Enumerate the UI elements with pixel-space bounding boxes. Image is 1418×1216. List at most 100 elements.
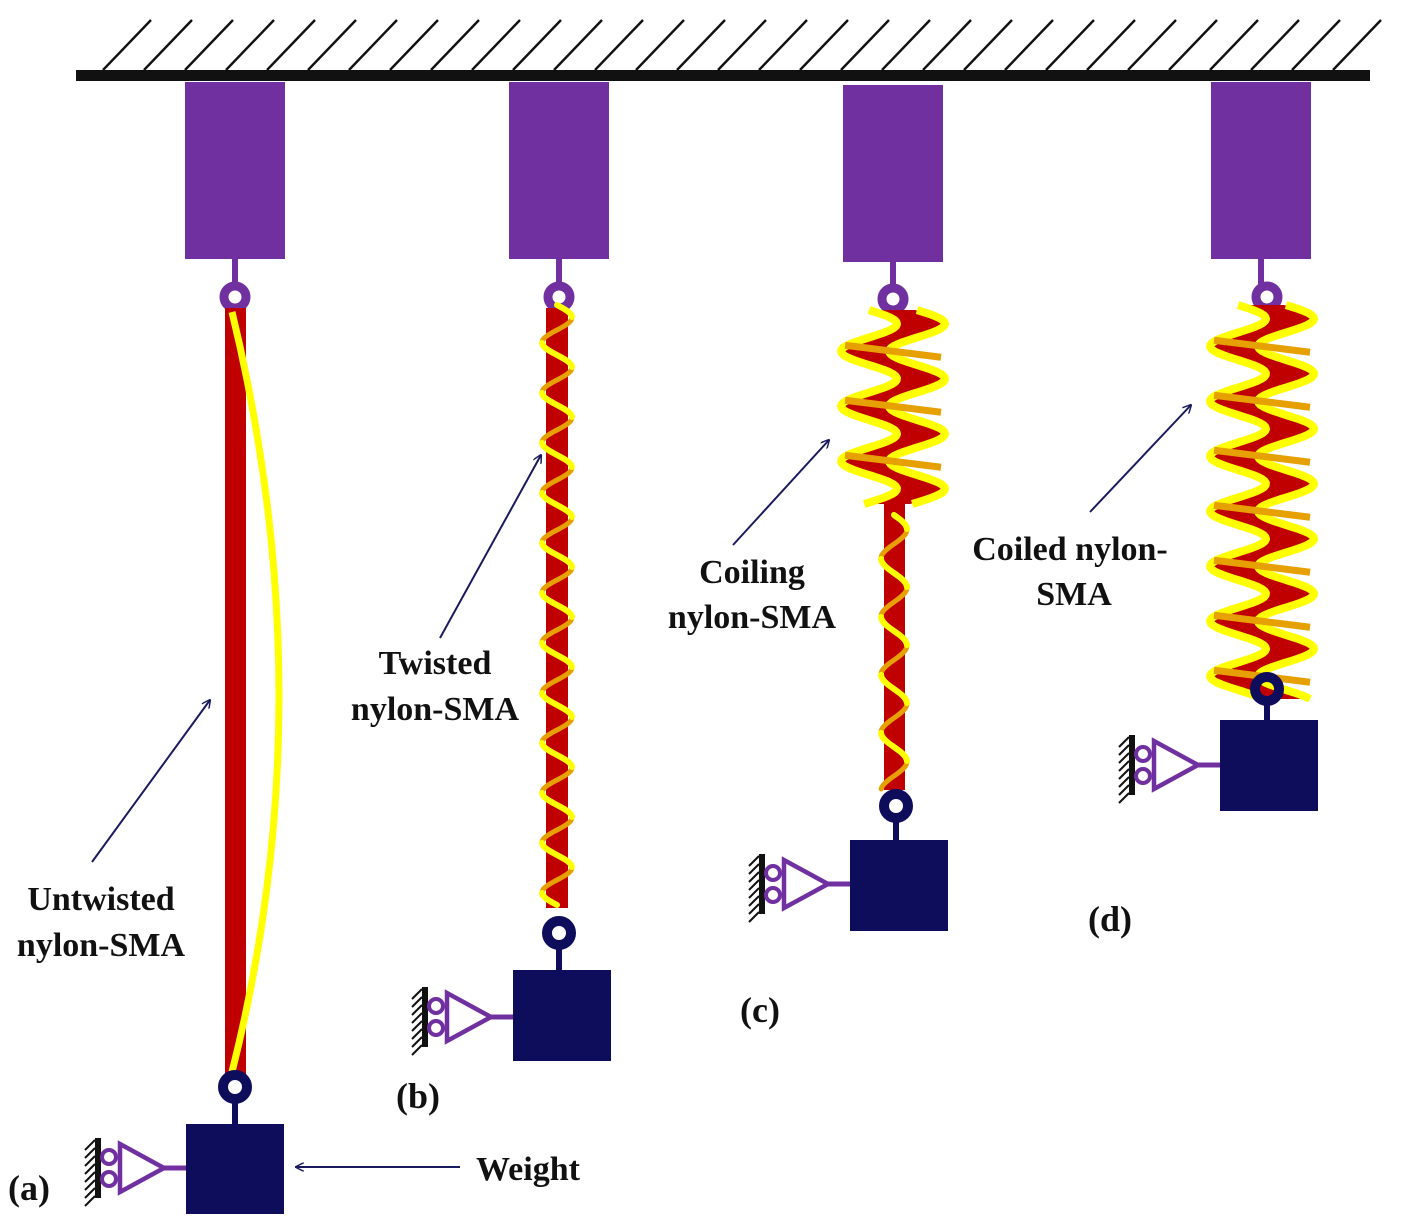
hatch-line <box>963 19 1013 71</box>
label-coiled-line1: Coiled nylon- <box>972 531 1168 568</box>
label-twisted-line1: Twisted <box>379 645 492 682</box>
sma-coil-edge <box>1206 301 1270 703</box>
label-untwisted-line2: nylon-SMA <box>17 927 186 964</box>
pointer-arrow-icon <box>1089 405 1191 513</box>
nylon-fiber <box>225 308 246 1076</box>
hatch-line <box>512 19 562 71</box>
ring-hook-icon <box>219 259 251 313</box>
hatch-line <box>758 19 808 71</box>
pointer-arrow-icon <box>439 455 541 639</box>
label-coiling-line1: Coiling <box>699 554 805 591</box>
ceiling-hatch-icon <box>102 19 1382 71</box>
sma-coil-back-strand <box>844 341 942 361</box>
sma-wire-front <box>878 512 910 764</box>
pointer-arrows <box>91 405 1191 1167</box>
labels: Untwisted nylon-SMA Twisted nylon-SMA Co… <box>8 531 1168 1208</box>
ceiling-beam <box>76 70 1370 81</box>
hatch-line <box>307 19 357 71</box>
hatch-line <box>717 19 767 71</box>
hatch-line <box>348 19 398 71</box>
label-weight: Weight <box>476 1151 581 1188</box>
ring-hook-icon <box>1250 672 1284 722</box>
ring-hook-icon <box>543 259 575 313</box>
fiber-untwisted <box>225 308 283 1076</box>
hatch-line <box>471 19 521 71</box>
sma-coil-back-strand <box>1213 501 1311 521</box>
roller-support-icon <box>1118 735 1220 804</box>
clamps <box>185 82 1311 262</box>
hatch-line <box>922 19 972 71</box>
sma-coil <box>837 306 949 508</box>
clamp-block-a <box>185 82 285 259</box>
sma-wire-front <box>539 302 575 908</box>
hatch-line <box>225 19 275 71</box>
sma-coil-back-strand <box>844 396 942 416</box>
fiber-twisted <box>539 302 575 908</box>
hatch-line <box>635 19 685 71</box>
fiber-coiled <box>1206 301 1318 703</box>
sma-coil-edge <box>1254 301 1318 703</box>
roller-support-icon <box>748 854 850 923</box>
pointer-arrow-icon <box>732 440 829 546</box>
label-twisted-line2: nylon-SMA <box>351 691 520 728</box>
bottom-hooks <box>218 672 1284 1124</box>
sma-wire-back <box>878 528 910 792</box>
hatch-line <box>1168 19 1218 71</box>
pointer-arrow-icon <box>91 700 210 863</box>
hatch-line <box>389 19 439 71</box>
weight-block-d <box>1220 720 1318 811</box>
top-hooks <box>219 259 1283 315</box>
hatch-line <box>799 19 849 71</box>
hatch-line <box>840 19 890 71</box>
sma-coil-back-strand <box>1213 336 1311 356</box>
panel-label-d: (d) <box>1088 899 1132 939</box>
hatch-line <box>266 19 316 71</box>
hatch-line <box>1332 19 1382 71</box>
weight-block-c <box>850 840 948 931</box>
sma-wire <box>539 302 575 908</box>
hatch-line <box>1004 19 1054 71</box>
hatch-line <box>184 19 234 71</box>
ring-hook-icon <box>542 916 576 970</box>
label-coiling-line2: nylon-SMA <box>668 599 837 636</box>
weights <box>186 720 1318 1214</box>
ceiling <box>76 19 1382 81</box>
hatch-line <box>1291 19 1341 71</box>
hatch-line <box>143 19 193 71</box>
ring-hook-icon <box>218 1070 252 1124</box>
hatch-line <box>1250 19 1300 71</box>
sma-coil <box>1206 301 1318 703</box>
ring-hook-icon <box>879 789 913 840</box>
roller-supports <box>84 735 1220 1207</box>
ring-hook-icon <box>877 262 909 315</box>
sma-coil-edge <box>837 306 901 508</box>
clamp-block-d <box>1211 82 1311 259</box>
hatch-line <box>881 19 931 71</box>
hatch-line <box>430 19 480 71</box>
weight-block-a <box>186 1124 284 1214</box>
clamp-block-c <box>843 85 943 262</box>
sma-wire <box>228 311 283 1073</box>
label-coiled-line2: SMA <box>1036 576 1112 613</box>
clamp-block-b <box>509 82 609 259</box>
hatch-line <box>676 19 726 71</box>
hatch-line <box>102 19 152 71</box>
label-untwisted-line1: Untwisted <box>27 881 174 918</box>
ring-hook-icon <box>1251 259 1283 313</box>
hatch-line <box>594 19 644 71</box>
sma-wire-back <box>539 316 575 894</box>
roller-support-icon <box>84 1138 186 1207</box>
panel-label-c: (c) <box>740 990 780 1030</box>
hatch-line <box>1086 19 1136 71</box>
sma-coil-back-strand <box>844 451 942 471</box>
sma-wire <box>878 512 910 792</box>
panel-label-a: (a) <box>8 1168 50 1208</box>
sma-coil-back-strand <box>1213 391 1311 411</box>
panel-label-b: (b) <box>396 1076 440 1116</box>
hatch-line <box>1209 19 1259 71</box>
hatch-line <box>553 19 603 71</box>
fiber-coiling <box>837 306 949 792</box>
roller-support-icon <box>411 987 513 1056</box>
sma-coil-back-strand <box>1213 611 1311 631</box>
